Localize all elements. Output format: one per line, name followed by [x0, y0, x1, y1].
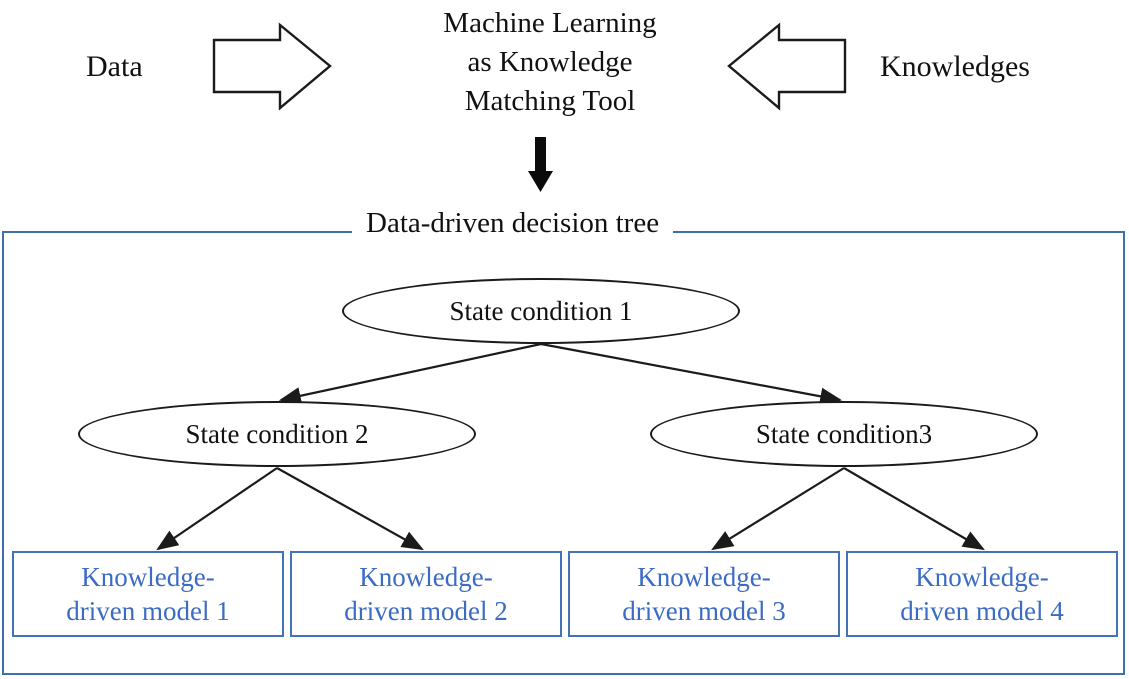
- center-title-line-1: Machine Learning: [443, 7, 657, 39]
- center-title-line-3: Matching Tool: [464, 85, 636, 117]
- node-state-condition-3[interactable]: State condition3: [650, 401, 1038, 467]
- arrow-down-solid-icon: [528, 137, 553, 192]
- node-root-label: State condition 1: [449, 295, 633, 326]
- node-left-label: State condition 2: [185, 418, 369, 449]
- panel-legend: Data-driven decision tree: [352, 206, 674, 240]
- leaf-3-line-1: Knowledge-: [637, 562, 771, 592]
- leaf-knowledge-driven-model-2[interactable]: Knowledge- driven model 2: [290, 551, 562, 637]
- center-title-line-2: as Knowledge: [467, 46, 633, 78]
- leaf-knowledge-driven-model-1[interactable]: Knowledge- driven model 1: [12, 551, 284, 637]
- node-state-condition-1[interactable]: State condition 1: [342, 278, 740, 344]
- arrow-left-block-icon: [727, 22, 847, 111]
- leaf-4-line-1: Knowledge-: [915, 562, 1049, 592]
- node-right-label: State condition3: [755, 418, 933, 449]
- leaf-1-line-1: Knowledge-: [81, 562, 215, 592]
- leaf-2-line-1: Knowledge-: [359, 562, 493, 592]
- input-label-knowledges: Knowledges: [880, 50, 1030, 83]
- leaf-knowledge-driven-model-3[interactable]: Knowledge- driven model 3: [568, 551, 840, 637]
- center-title-block: Machine Learning as Knowledge Matching T…: [400, 4, 700, 121]
- leaf-4-line-2: driven model 4: [900, 596, 1064, 626]
- leaf-2-line-2: driven model 2: [344, 596, 508, 626]
- leaf-1-line-2: driven model 1: [66, 596, 230, 626]
- arrow-right-block-icon: [212, 22, 332, 111]
- leaf-knowledge-driven-model-4[interactable]: Knowledge- driven model 4: [846, 551, 1118, 637]
- leaf-3-line-2: driven model 3: [622, 596, 786, 626]
- input-label-data: Data: [86, 50, 143, 83]
- node-state-condition-2[interactable]: State condition 2: [78, 401, 476, 467]
